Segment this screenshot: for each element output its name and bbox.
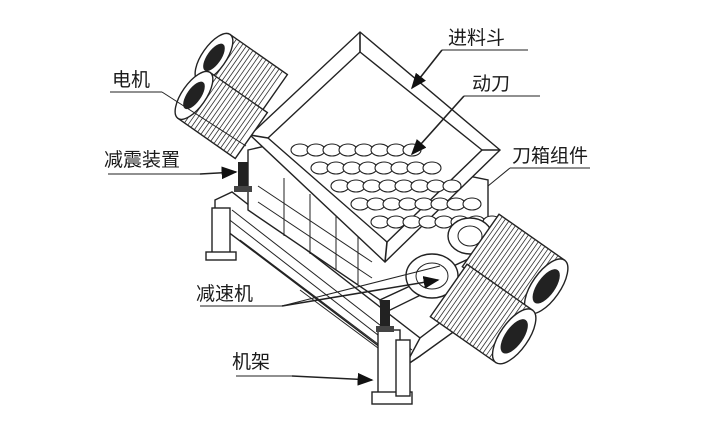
- motor-fin: [452, 280, 491, 333]
- motor-fin: [200, 88, 234, 135]
- motor-fin: [484, 230, 523, 283]
- motor-fin: [494, 236, 533, 290]
- blade-disc: [422, 161, 442, 175]
- blade-disc: [370, 143, 390, 157]
- motor-fin: [213, 97, 247, 144]
- blade-disc: [358, 161, 378, 175]
- motor-fin: [466, 289, 504, 343]
- motor-fin: [197, 85, 231, 133]
- motor-fin: [475, 296, 514, 350]
- motor-fin: [472, 293, 510, 347]
- blade-disc: [410, 179, 430, 193]
- blade-disc: [430, 197, 450, 211]
- motor-fin: [216, 99, 250, 147]
- motor-fin: [439, 270, 478, 324]
- blade-disc: [386, 215, 406, 229]
- motor-fin: [469, 291, 507, 345]
- blade-disc: [394, 179, 414, 193]
- blade-disc: [366, 197, 386, 211]
- motor-fin: [436, 268, 474, 322]
- blade-disc: [342, 161, 362, 175]
- damping-spring-left: [234, 162, 252, 192]
- label-damping-device: 减震装置: [104, 149, 180, 171]
- blade-disc: [390, 161, 410, 175]
- blade-disc: [330, 179, 350, 193]
- motor-fin: [190, 81, 224, 128]
- motor-fin: [465, 216, 503, 270]
- blade-disc: [290, 143, 310, 157]
- blade-disc: [434, 215, 454, 229]
- motor-fin: [479, 298, 517, 352]
- motor-fin: [193, 83, 227, 131]
- blade-disc: [402, 215, 422, 229]
- blade-disc: [378, 179, 398, 193]
- motor-fin: [207, 92, 240, 140]
- motor-fin: [488, 232, 526, 286]
- blade-disc: [306, 143, 326, 157]
- blade-disc: [418, 215, 438, 229]
- blade-disc: [382, 197, 402, 211]
- motor-fin: [223, 104, 257, 151]
- motor-fin: [203, 90, 237, 137]
- blade-disc: [310, 161, 330, 175]
- motor-fin: [511, 248, 549, 302]
- motor-fin: [462, 286, 501, 340]
- blade-disc: [346, 179, 366, 193]
- motor-fin: [498, 239, 536, 293]
- blade-disc: [326, 161, 346, 175]
- damping-spring-front: [376, 300, 394, 332]
- motor-fin: [456, 282, 494, 336]
- blade-disc: [370, 215, 390, 229]
- motor-fin: [220, 102, 253, 149]
- motor-fin: [459, 284, 497, 338]
- blade-disc: [442, 179, 462, 193]
- blade-disc: [426, 179, 446, 193]
- motor-fin: [230, 108, 263, 156]
- motor-fin: [471, 220, 510, 274]
- blade-disc: [374, 161, 394, 175]
- motor-upper-left: [174, 32, 289, 160]
- label-reducer: 减速机: [196, 283, 253, 305]
- blade-disc: [462, 197, 482, 211]
- side-panel-grid: [257, 178, 373, 284]
- motor-fin: [507, 246, 546, 300]
- blade-rows: [290, 143, 502, 229]
- label-blade-box-assembly: 刀箱组件: [512, 145, 588, 167]
- label-frame: 机架: [232, 351, 270, 373]
- motor-fin: [514, 250, 552, 304]
- motor-fin: [226, 106, 260, 153]
- blade-disc: [446, 197, 466, 211]
- motor-lower-right: [429, 213, 569, 365]
- motor-fin: [433, 266, 471, 320]
- motor-fin: [443, 273, 481, 327]
- motor-fin: [210, 95, 244, 142]
- blade-disc: [354, 143, 374, 157]
- motor-fin: [449, 277, 488, 331]
- motor-fin: [504, 243, 542, 297]
- frame-structure: [205, 191, 471, 405]
- label-motor: 电机: [112, 69, 150, 91]
- motor-fin: [481, 227, 520, 281]
- blade-disc: [398, 197, 418, 211]
- blade-disc: [386, 143, 406, 157]
- motor-fin: [478, 225, 516, 279]
- motor-fin: [446, 275, 484, 329]
- motor-fin: [491, 234, 529, 288]
- label-moving-blade: 动刀: [472, 73, 510, 95]
- blade-disc: [414, 197, 434, 211]
- blade-disc: [338, 143, 358, 157]
- blade-disc: [322, 143, 342, 157]
- motor-fin: [501, 241, 539, 295]
- motor-fin: [468, 218, 506, 272]
- blade-disc: [350, 197, 370, 211]
- blade-disc: [362, 179, 382, 193]
- label-hopper: 进料斗: [448, 27, 505, 49]
- motor-fin: [475, 223, 513, 277]
- leader-lines: [108, 49, 590, 386]
- motor-fin: [482, 300, 520, 354]
- blade-disc: [406, 161, 426, 175]
